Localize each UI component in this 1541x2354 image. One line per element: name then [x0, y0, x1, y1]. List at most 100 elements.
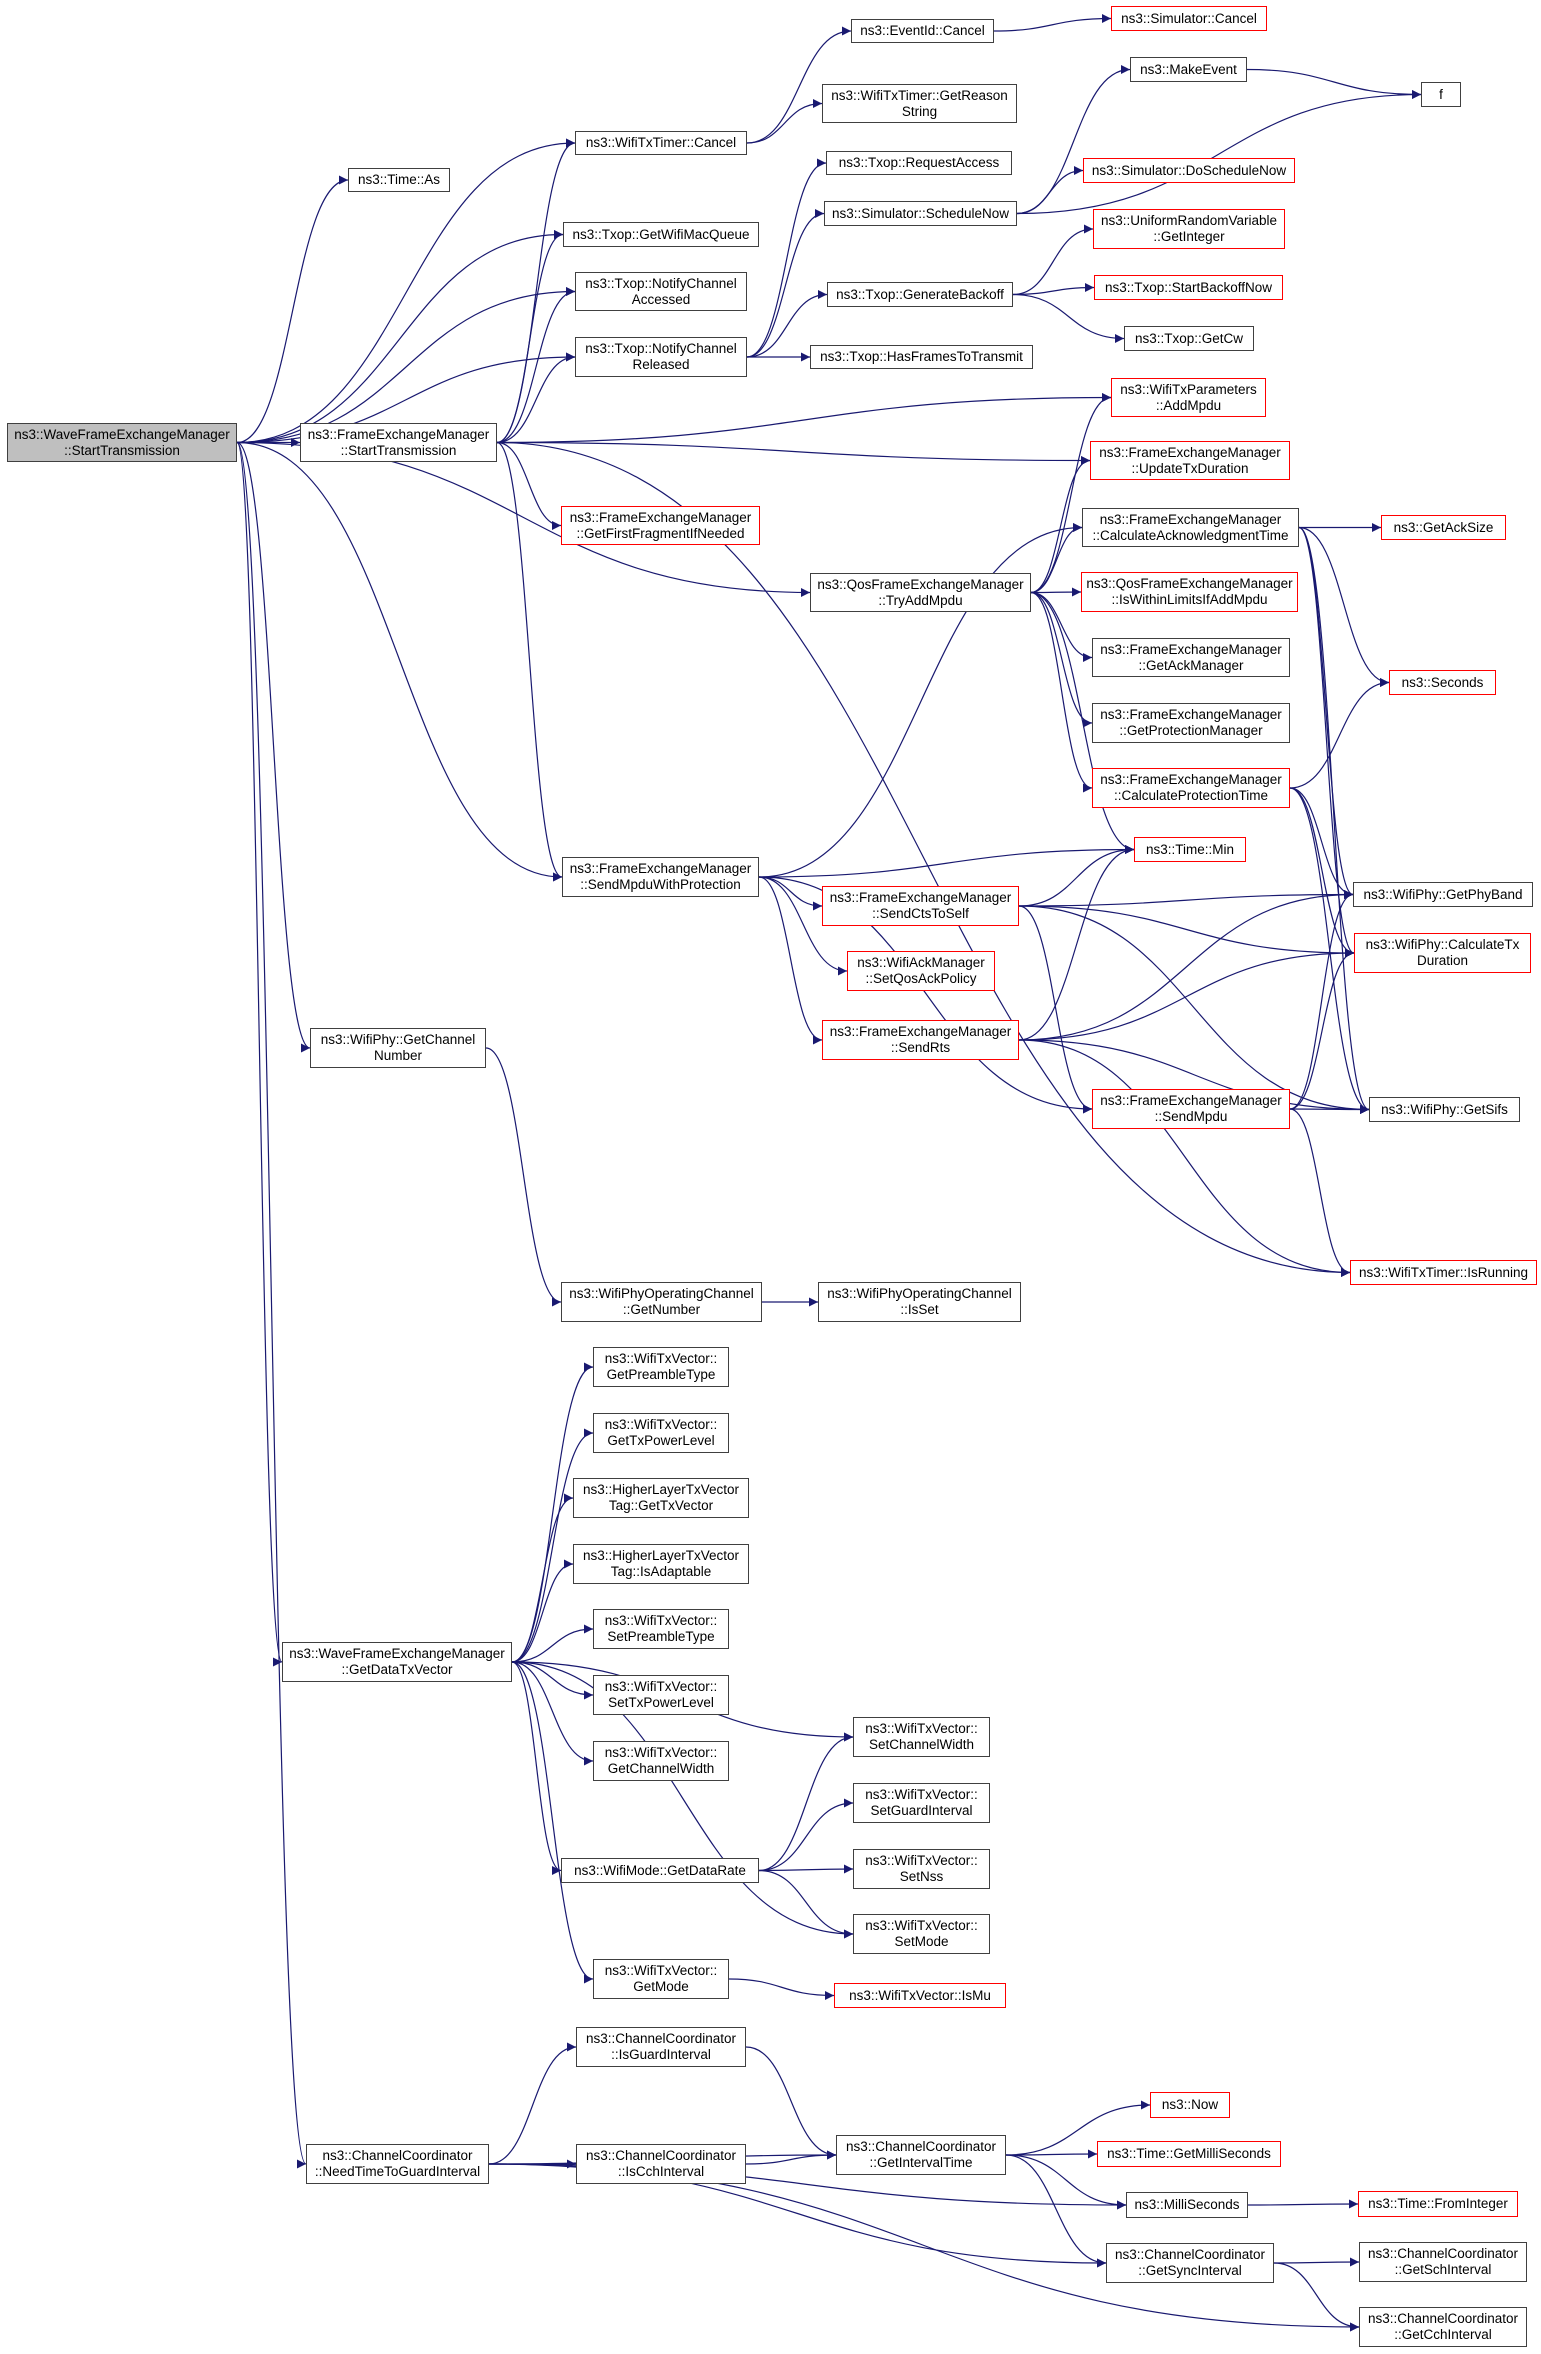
- graph-node-getwifimacqueue[interactable]: ns3::Txop::GetWifiMacQueue: [563, 222, 759, 247]
- graph-node-uniform[interactable]: ns3::UniformRandomVariable::GetInteger: [1093, 209, 1285, 249]
- graph-node-sendrts[interactable]: ns3::FrameExchangeManager::SendRts: [822, 1020, 1019, 1060]
- graph-node-setqosack[interactable]: ns3::WifiAckManager::SetQosAckPolicy: [847, 951, 995, 991]
- graph-node-getprotmgr[interactable]: ns3::FrameExchangeManager::GetProtection…: [1092, 703, 1290, 743]
- graph-node-settxpower[interactable]: ns3::WifiTxVector::SetTxPowerLevel: [593, 1675, 729, 1715]
- node-label-line: ns3::FrameExchangeManager: [829, 890, 1012, 905]
- node-label-line: ns3::MakeEvent: [1140, 61, 1237, 77]
- node-label-line: ::StartTransmission: [340, 442, 457, 458]
- graph-node-time-as[interactable]: ns3::Time::As: [348, 168, 450, 192]
- node-label-line: ns3::WifiTxVector::: [604, 1963, 718, 1978]
- node-label-line: ns3::WifiPhy::GetPhyBand: [1363, 886, 1523, 902]
- node-label-line: SetGuardInterval: [870, 1803, 973, 1818]
- graph-node-sim-cancel[interactable]: ns3::Simulator::Cancel: [1111, 6, 1267, 31]
- graph-node-iscch[interactable]: ns3::ChannelCoordinator::IsCchInterval: [576, 2144, 746, 2184]
- graph-node-getinterval[interactable]: ns3::ChannelCoordinator::GetIntervalTime: [836, 2135, 1006, 2175]
- graph-node-isguard[interactable]: ns3::ChannelCoordinator::IsGuardInterval: [576, 2027, 746, 2067]
- graph-node-setpreamble[interactable]: ns3::WifiTxVector::SetPreambleType: [593, 1609, 729, 1649]
- graph-node-requestaccess[interactable]: ns3::Txop::RequestAccess: [826, 151, 1012, 175]
- graph-node-setmode[interactable]: ns3::WifiTxVector::SetMode: [853, 1914, 990, 1954]
- node-label-line: ns3::Txop::GenerateBackoff: [836, 286, 1004, 302]
- graph-node-gettxpower[interactable]: ns3::WifiTxVector::GetTxPowerLevel: [593, 1413, 729, 1453]
- graph-node-needtime[interactable]: ns3::ChannelCoordinator::NeedTimeToGuard…: [306, 2144, 489, 2184]
- call-edge-getinterval-to-getsync: [1005, 2154, 1107, 2268]
- graph-node-f[interactable]: f: [1421, 82, 1461, 107]
- graph-node-setguard[interactable]: ns3::WifiTxVector::SetGuardInterval: [853, 1783, 990, 1823]
- graph-node-frominteger[interactable]: ns3::Time::FromInteger: [1358, 2191, 1518, 2217]
- node-label-line: ns3::ChannelCoordinator: [1114, 2247, 1266, 2262]
- graph-node-schedulenow[interactable]: ns3::Simulator::ScheduleNow: [824, 201, 1017, 226]
- node-label-line: ns3::Time::FromInteger: [1368, 2196, 1508, 2211]
- graph-node-getsync[interactable]: ns3::ChannelCoordinator::GetSyncInterval: [1106, 2243, 1274, 2283]
- graph-node-getphyband[interactable]: ns3::WifiPhy::GetPhyBand: [1353, 882, 1533, 907]
- graph-node-getchanwidth[interactable]: ns3::WifiTxVector::GetChannelWidth: [593, 1741, 729, 1781]
- graph-node-opch-getnum[interactable]: ns3::WifiPhyOperatingChannel::GetNumber: [561, 1282, 762, 1322]
- graph-node-iswithin[interactable]: ns3::QosFrameExchangeManager::IsWithinLi…: [1081, 572, 1298, 612]
- graph-node-startbackoff[interactable]: ns3::Txop::StartBackoffNow: [1094, 275, 1283, 300]
- graph-node-root[interactable]: ns3::WaveFrameExchangeManager::StartTran…: [7, 423, 237, 462]
- node-label-line: ns3::WifiTxVector::: [604, 1417, 718, 1432]
- graph-node-sendcts[interactable]: ns3::FrameExchangeManager::SendCtsToSelf: [822, 886, 1019, 926]
- graph-node-getms[interactable]: ns3::Time::GetMilliSeconds: [1097, 2141, 1281, 2167]
- node-label-line: ns3::EventId::Cancel: [860, 23, 985, 38]
- call-edge-notifyreleased-to-genbackoff: [746, 290, 828, 358]
- node-label-line: f: [1439, 86, 1443, 102]
- node-label-line: ns3::WifiTxVector::: [865, 1853, 978, 1868]
- node-label-line: Duration: [1416, 953, 1469, 968]
- graph-node-updatetx[interactable]: ns3::FrameExchangeManager::UpdateTxDurat…: [1090, 441, 1290, 480]
- graph-node-getpreamble[interactable]: ns3::WifiTxVector::GetPreambleType: [593, 1347, 729, 1387]
- call-edge-getdatatxvec-to-getchanwidth: [511, 1661, 594, 1766]
- graph-node-calcack[interactable]: ns3::FrameExchangeManager::CalculateAckn…: [1082, 508, 1299, 547]
- graph-node-getcw[interactable]: ns3::Txop::GetCw: [1124, 326, 1254, 351]
- graph-node-ismu[interactable]: ns3::WifiTxVector::IsMu: [834, 1983, 1006, 2008]
- graph-node-eventid-cancel[interactable]: ns3::EventId::Cancel: [851, 19, 994, 43]
- graph-node-getacksize[interactable]: ns3::GetAckSize: [1381, 515, 1506, 540]
- graph-node-fem-start[interactable]: ns3::FrameExchangeManager::StartTransmis…: [300, 423, 497, 462]
- graph-node-setnss[interactable]: ns3::WifiTxVector::SetNss: [853, 1849, 990, 1889]
- graph-node-getcch[interactable]: ns3::ChannelCoordinator::GetCchInterval: [1359, 2307, 1527, 2347]
- call-edge-sendcts-to-timemin: [1018, 845, 1135, 907]
- node-label-line: ns3::GetAckSize: [1393, 519, 1494, 535]
- graph-node-getmode[interactable]: ns3::WifiTxVector::GetMode: [593, 1959, 729, 1999]
- graph-node-doschedulenow[interactable]: ns3::Simulator::DoScheduleNow: [1083, 158, 1295, 183]
- graph-node-opch-isset[interactable]: ns3::WifiPhyOperatingChannel::IsSet: [818, 1282, 1021, 1322]
- graph-node-getfirstfrag[interactable]: ns3::FrameExchangeManager::GetFirstFragm…: [561, 506, 760, 545]
- graph-node-getdatarate[interactable]: ns3::WifiMode::GetDataRate: [561, 1858, 759, 1883]
- node-label-line: ns3::WifiTxVector::: [865, 1721, 978, 1736]
- graph-node-seconds[interactable]: ns3::Seconds: [1389, 670, 1496, 695]
- node-label-line: ::NeedTimeToGuardInterval: [314, 2164, 481, 2179]
- graph-node-addmpdu[interactable]: ns3::WifiTxParameters::AddMpdu: [1111, 378, 1266, 417]
- graph-node-timemin[interactable]: ns3::Time::Min: [1134, 837, 1246, 862]
- graph-node-calcprot[interactable]: ns3::FrameExchangeManager::CalculateProt…: [1092, 768, 1290, 808]
- node-label-line: ns3::WifiTxVector::: [604, 1351, 718, 1366]
- graph-node-isrunning[interactable]: ns3::WifiTxTimer::IsRunning: [1350, 1260, 1537, 1285]
- graph-node-makeevent[interactable]: ns3::MakeEvent: [1130, 57, 1247, 82]
- node-label-line: ns3::WifiTxVector::: [865, 1918, 978, 1933]
- graph-node-getackmgr[interactable]: ns3::FrameExchangeManager::GetAckManager: [1092, 638, 1290, 677]
- graph-node-getdatatxvec[interactable]: ns3::WaveFrameExchangeManager::GetDataTx…: [282, 1642, 512, 1682]
- graph-node-tryaddmpdu[interactable]: ns3::QosFrameExchangeManager::TryAddMpdu: [810, 573, 1031, 612]
- node-label-line: ns3::WifiMode::GetDataRate: [574, 1862, 746, 1878]
- graph-node-milliseconds[interactable]: ns3::MilliSeconds: [1126, 2192, 1248, 2218]
- call-edge-schedulenow-to-makeevent: [1016, 65, 1131, 215]
- graph-node-sendmpdu[interactable]: ns3::FrameExchangeManager::SendMpdu: [1092, 1089, 1290, 1129]
- call-edge-root-to-getchannum: [236, 441, 311, 1053]
- call-edge-tryaddmpdu-to-iswithin: [1030, 587, 1082, 597]
- call-edge-getdatarate-to-setchanwidth: [758, 1732, 854, 1872]
- call-edge-fem_start-to-notifyreleased: [496, 352, 576, 444]
- call-edge-eventid_cancel-to-sim_cancel: [993, 14, 1112, 32]
- graph-node-setchanwidth[interactable]: ns3::WifiTxVector::SetChannelWidth: [853, 1717, 990, 1757]
- graph-node-hasframes[interactable]: ns3::Txop::HasFramesToTransmit: [810, 345, 1033, 369]
- graph-node-getsifs[interactable]: ns3::WifiPhy::GetSifs: [1369, 1097, 1520, 1122]
- graph-node-getsch[interactable]: ns3::ChannelCoordinator::GetSchInterval: [1359, 2242, 1527, 2282]
- graph-node-now[interactable]: ns3::Now: [1150, 2092, 1230, 2118]
- graph-node-txtimer-cancel[interactable]: ns3::WifiTxTimer::Cancel: [575, 131, 747, 155]
- graph-node-genbackoff[interactable]: ns3::Txop::GenerateBackoff: [827, 282, 1013, 307]
- graph-node-sendmpduprot[interactable]: ns3::FrameExchangeManager::SendMpduWithP…: [562, 857, 759, 897]
